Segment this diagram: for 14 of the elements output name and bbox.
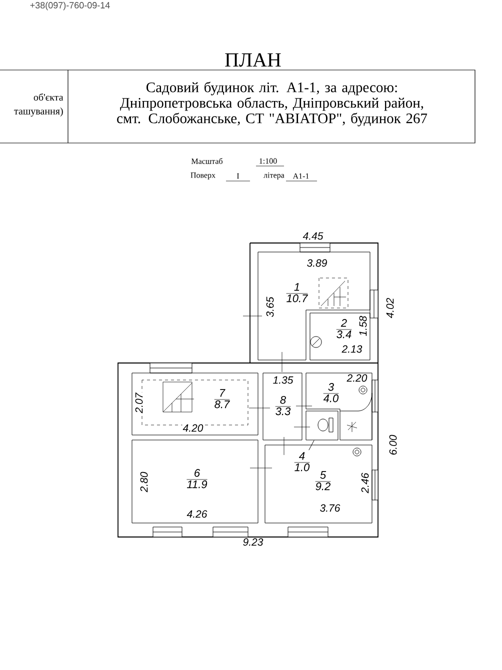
title: ПЛАН (225, 53, 281, 67)
leader-line (308, 440, 314, 450)
address-text: Садовий будинок літ. А1-1, за адресою: Дніпропетровська область, Дніпровський район, смт. Слобожанське, СТ "АВІАТОР", будинок 267 (117, 82, 428, 126)
room-label: 4 1.0 (294, 452, 310, 472)
form-value: 1:100 (260, 158, 277, 164)
form-value: А1-1 (292, 173, 309, 179)
phone-number: +38(097)-760-09-14 (30, 2, 110, 10)
form-label: Масштаб (191, 158, 222, 164)
form-value: I (236, 173, 240, 179)
room (306, 410, 338, 440)
form-label: літера (264, 172, 284, 180)
table-cell-text: об'єкта (34, 93, 64, 101)
form-label: Поверх (190, 172, 216, 180)
table-cell-text: ташування) (14, 107, 63, 117)
